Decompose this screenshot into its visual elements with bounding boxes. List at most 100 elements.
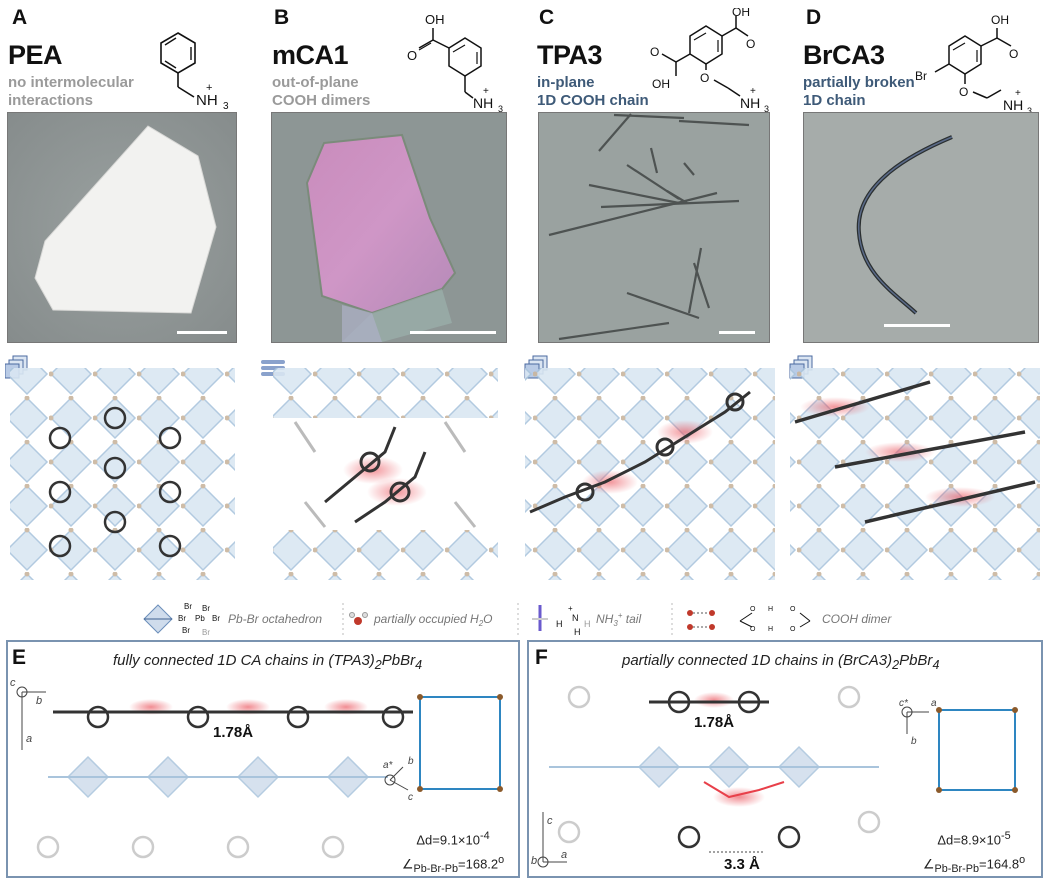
- panel-letter-b: B: [274, 6, 290, 29]
- svg-text:O: O: [650, 45, 659, 59]
- scale-bar-b: [410, 331, 496, 334]
- svg-text:O: O: [407, 48, 417, 63]
- svg-text:Pb: Pb: [195, 614, 205, 623]
- svg-text:Br: Br: [915, 69, 927, 83]
- svg-text:N: N: [572, 613, 579, 623]
- svg-text:Br: Br: [184, 602, 192, 611]
- panel-letter-e: E: [12, 646, 27, 669]
- svg-text:O: O: [750, 606, 756, 613]
- svg-text:c: c: [10, 677, 16, 689]
- svg-text:b: b: [408, 756, 414, 767]
- svg-text:OH: OH: [652, 77, 670, 91]
- micrograph-mca1: [271, 112, 507, 343]
- octahedron-legend-icon: Br Br Br Pb Br Br Br: [143, 602, 220, 637]
- svg-text:O: O: [700, 71, 709, 85]
- panel-f-structure: c b a c* a b: [531, 685, 1018, 868]
- svg-text:OH: OH: [991, 13, 1009, 27]
- svg-text:Br: Br: [212, 614, 220, 623]
- panel-f-stats: Δd=8.9×10-5 ∠Pb-Br-Pb=164.8o: [922, 830, 1026, 876]
- svg-text:Pb-Br octahedron: Pb-Br octahedron: [228, 612, 322, 626]
- nh3-tail-icon: H N H H +: [532, 604, 591, 637]
- svg-text:NH: NH: [196, 92, 218, 109]
- legend-row: Br Br Br Pb Br Br Br Pb-Br octahedron pa…: [143, 602, 892, 637]
- svg-text:a: a: [931, 698, 937, 709]
- svg-text:a: a: [26, 733, 32, 745]
- brca3-structure-diagram: OH O Br O NH 3 +: [915, 13, 1032, 116]
- svg-text:c: c: [547, 815, 553, 827]
- svg-text:NH: NH: [473, 95, 493, 111]
- svg-text:3: 3: [498, 104, 503, 114]
- svg-text:COOH dimer: COOH dimer: [822, 612, 892, 626]
- cooh-dimer-ball-icon: [687, 610, 715, 630]
- panel-title-tpa3: TPA3: [537, 40, 603, 70]
- panel-f-frame: F partially connected 1D chains in (BrCA…: [527, 640, 1043, 878]
- panel-e-structure: c b a a* b c: [10, 677, 503, 859]
- svg-text:3: 3: [764, 104, 769, 114]
- svg-text:Br: Br: [202, 604, 210, 613]
- scale-bar-c: [719, 331, 755, 334]
- scale-bar-d: [884, 324, 950, 327]
- crystal-structures-row: [5, 355, 1040, 580]
- svg-text:c: c: [408, 792, 413, 803]
- svg-text:NH: NH: [1003, 97, 1023, 113]
- svg-text:O: O: [959, 85, 968, 99]
- panel-e-stats: Δd=9.1×10-4 ∠Pb-Br-Pb=168.2o: [401, 830, 505, 876]
- panel-letter-c: C: [539, 6, 555, 29]
- svg-text:H: H: [574, 627, 581, 637]
- svg-text:3: 3: [223, 101, 229, 112]
- svg-text:a: a: [561, 849, 567, 861]
- svg-text:H: H: [556, 619, 563, 629]
- svg-text:b: b: [36, 695, 42, 707]
- svg-text:O: O: [790, 626, 796, 633]
- svg-text:partially occupied H2O: partially occupied H2O: [373, 612, 493, 628]
- svg-text:+: +: [206, 82, 212, 94]
- micrograph-pea: [7, 112, 237, 343]
- pea-structure-diagram: NH 3 +: [160, 32, 229, 112]
- svg-text:OH: OH: [425, 12, 445, 27]
- svg-text:+: +: [483, 86, 489, 97]
- panel-letter-a: A: [12, 6, 28, 29]
- micrograph-tpa3: [538, 112, 770, 343]
- bond-length-label-e: 1.78Å: [213, 724, 254, 741]
- svg-text:O: O: [790, 606, 796, 613]
- micrograph-brca3: [803, 112, 1039, 343]
- svg-text:OH: OH: [732, 8, 750, 19]
- panel-title-brca3: BrCA3: [803, 40, 885, 70]
- svg-text:O: O: [746, 37, 755, 51]
- svg-text:H: H: [584, 619, 591, 629]
- mca1-structure-diagram: OH O NH 3 +: [407, 12, 503, 114]
- svg-text:b: b: [911, 736, 917, 747]
- cooh-dimer-schematic-icon: O H O O H O: [739, 606, 811, 633]
- tpa3-structure-diagram: OH O O OH O NH 3 +: [650, 8, 769, 114]
- svg-text:+: +: [750, 86, 756, 97]
- panel-e-title: fully connected 1D CA chains in (TPA3)2P…: [113, 652, 423, 672]
- svg-text:+: +: [1015, 88, 1021, 99]
- svg-text:O: O: [750, 626, 756, 633]
- svg-text:H: H: [768, 626, 773, 633]
- panel-title-mca1: mCA1: [272, 40, 349, 70]
- svg-text:b: b: [531, 855, 537, 867]
- panel-letter-d: D: [806, 6, 822, 29]
- panel-e-frame: E fully connected 1D CA chains in (TPA3)…: [6, 640, 520, 878]
- svg-text:O: O: [1009, 47, 1018, 61]
- panel-letter-f: F: [535, 646, 548, 669]
- svg-text:c*: c*: [899, 698, 909, 709]
- svg-text:Br: Br: [178, 614, 186, 623]
- svg-text:H: H: [768, 606, 773, 613]
- scale-bar-a: [177, 331, 227, 334]
- svg-text:3: 3: [1027, 106, 1032, 116]
- svg-text:NH3+ tail: NH3+ tail: [596, 611, 641, 628]
- panel-f-title: partially connected 1D chains in (BrCA3)…: [622, 652, 940, 672]
- bond-length-label-f: 1.78Å: [694, 714, 735, 731]
- svg-text:NH: NH: [740, 95, 760, 111]
- panel-title-pea: PEA: [8, 40, 63, 70]
- water-molecule-icon: [349, 612, 368, 625]
- svg-text:Br: Br: [182, 626, 190, 635]
- svg-text:+: +: [568, 604, 573, 613]
- svg-text:a*: a*: [383, 760, 394, 771]
- distance-label-f: 3.3 Å: [724, 856, 760, 873]
